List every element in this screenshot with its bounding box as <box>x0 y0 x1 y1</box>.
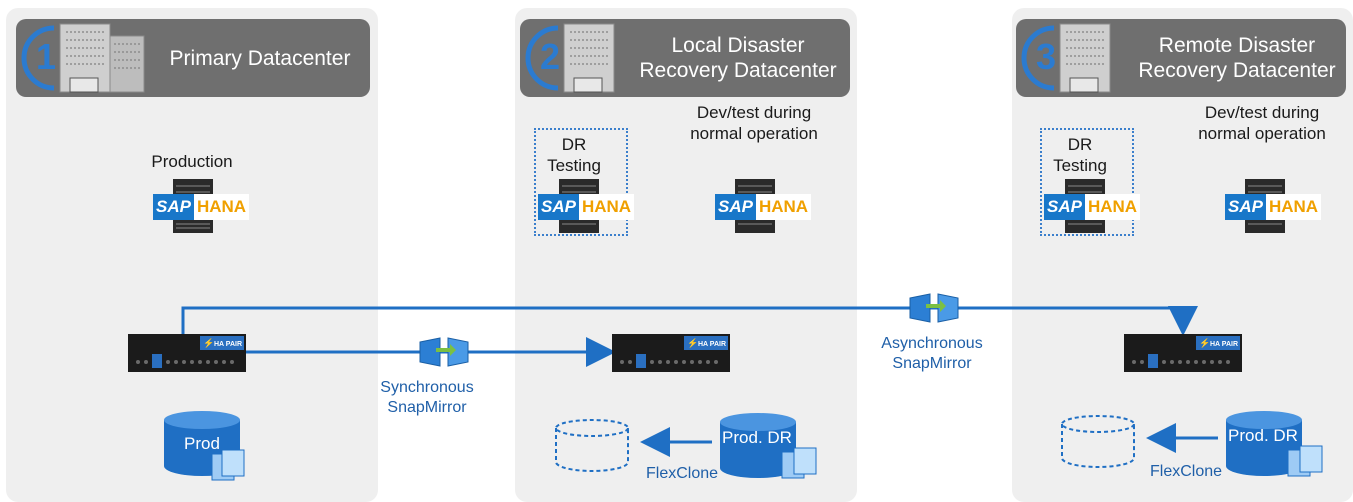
prod-database-icon: Prod <box>160 410 248 482</box>
prod-database-label: Prod <box>184 434 220 453</box>
empty-clone-database-icon-3 <box>1058 414 1138 470</box>
building-icon-3 <box>1059 23 1111 93</box>
svg-text:HA PAIR: HA PAIR <box>698 341 726 348</box>
datacenter-number-1: 1 <box>36 36 57 77</box>
devtest-label-2: Dev/test during normal operation <box>690 103 818 143</box>
datacenter-number-2: 2 <box>540 36 561 77</box>
datacenter-number-3: 3 <box>1036 36 1057 77</box>
number-arc-icon-3 <box>1021 25 1055 91</box>
prod-dr-database-label-2: Prod. DR <box>722 428 792 447</box>
devtest-label-3: Dev/test during normal operation <box>1198 103 1326 143</box>
number-arc-icon-1 <box>21 25 55 91</box>
flexclone-label-2: FlexClone <box>645 465 719 482</box>
svg-text:⚡: ⚡ <box>1199 337 1210 349</box>
building-icon-1 <box>59 23 145 93</box>
sync-snapmirror-label: Synchronous SnapMirror <box>380 379 474 416</box>
empty-clone-database-icon-2 <box>552 418 632 474</box>
dr-testing-label-2: DR Testing <box>547 135 601 175</box>
prod-dr-database-icon-2: Prod. DR <box>716 412 820 484</box>
snapmirror-async-icon <box>909 293 959 323</box>
datacenter-title-2: Local Disaster Recovery Datacenter <box>639 34 837 82</box>
dr-testing-box-2 <box>534 128 628 236</box>
storage-array-icon-remote: HA PAIR ⚡ <box>1124 334 1242 372</box>
datacenter-title-3: Remote Disaster Recovery Datacenter <box>1138 34 1336 82</box>
storage-array-icon-primary: HA PAIR ⚡ <box>128 334 246 372</box>
dr-testing-label-3: DR Testing <box>1053 135 1107 175</box>
snapmirror-sync-icon <box>419 337 469 367</box>
svg-text:⚡: ⚡ <box>203 337 214 349</box>
production-label: Production <box>151 152 233 171</box>
prod-dr-database-icon-3: Prod. DR <box>1222 410 1326 482</box>
flexclone-label-3: FlexClone <box>1149 463 1223 480</box>
datacenter-title-1: Primary Datacenter <box>169 47 351 70</box>
dr-testing-box-3 <box>1040 128 1134 236</box>
svg-text:HA PAIR: HA PAIR <box>1210 341 1238 348</box>
svg-text:HA PAIR: HA PAIR <box>214 341 242 348</box>
svg-text:⚡: ⚡ <box>687 337 698 349</box>
async-replication-line <box>181 306 1198 336</box>
storage-array-icon-local: HA PAIR ⚡ <box>612 334 730 372</box>
building-icon-2 <box>563 23 615 93</box>
prod-dr-database-label-3: Prod. DR <box>1228 426 1298 445</box>
async-snapmirror-label: Asynchronous SnapMirror <box>881 335 983 372</box>
number-arc-icon-2 <box>525 25 559 91</box>
